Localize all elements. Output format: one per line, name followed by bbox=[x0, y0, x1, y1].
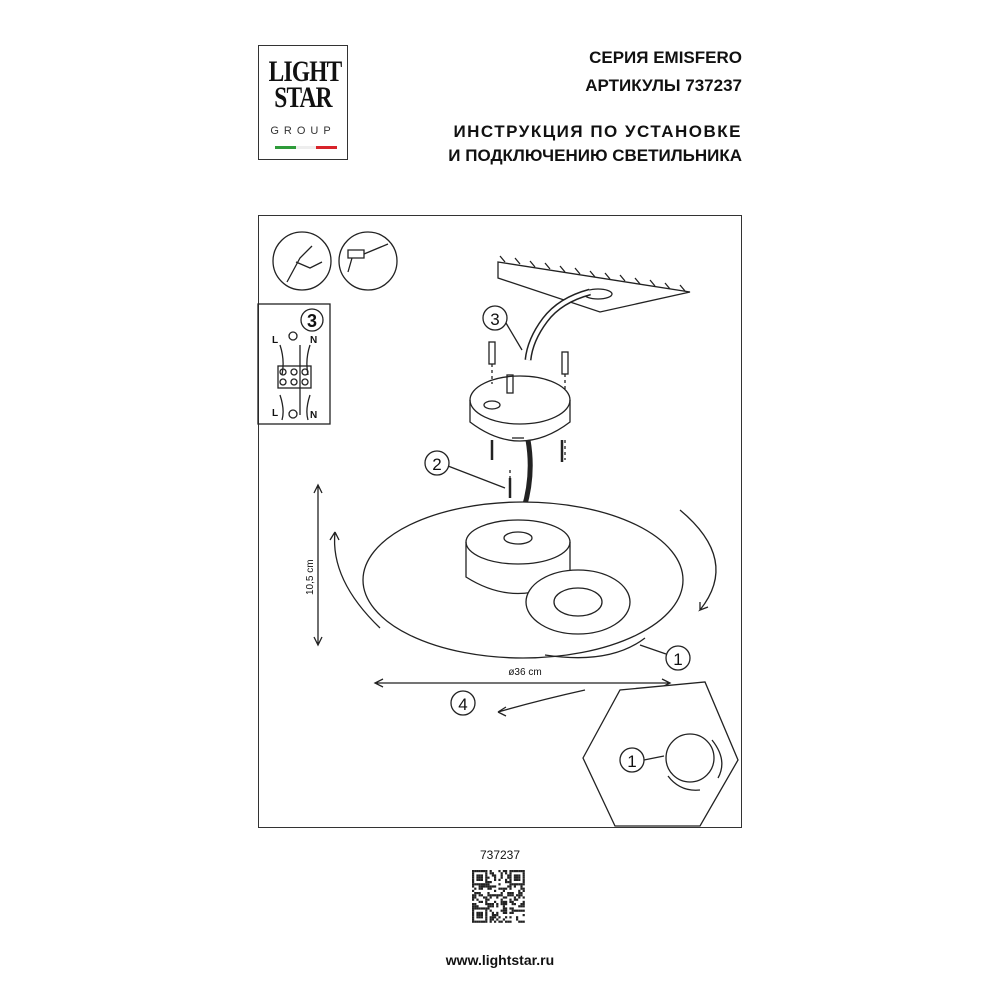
callout-circles bbox=[424, 305, 691, 773]
screwdriver-tester-icon bbox=[272, 231, 332, 291]
instruction-title-2: И ПОДКЛЮЧЕНИЮ СВЕТИЛЬНИКА bbox=[448, 146, 742, 165]
callout-4: 4 bbox=[458, 695, 467, 714]
label-live-bottom: L bbox=[272, 408, 278, 419]
mounting-canopy bbox=[469, 375, 571, 442]
logo-group: GROUP bbox=[270, 125, 336, 137]
website-link[interactable]: www.lightstar.ru bbox=[445, 952, 555, 968]
articles-title: АРТИКУЛЫ 737237 bbox=[585, 76, 742, 95]
detail-view-hexagon bbox=[582, 681, 739, 827]
lightstar-logo: LIGHT STAR GROUP bbox=[258, 45, 348, 160]
qr-code bbox=[472, 870, 525, 923]
ceiling-plate bbox=[497, 255, 691, 313]
callout-2: 2 bbox=[432, 455, 441, 474]
height-label: 10,5 cm bbox=[305, 559, 316, 595]
screws-and-anchors bbox=[488, 341, 569, 498]
diameter-dimension-line bbox=[373, 678, 672, 688]
height-dimension-line bbox=[313, 483, 323, 647]
logo-star: STAR bbox=[274, 81, 332, 114]
article-code: 737237 bbox=[479, 848, 521, 862]
callout-1: 1 bbox=[673, 650, 682, 669]
label-neutral-bottom: N bbox=[310, 410, 317, 421]
italian-flag-stripe bbox=[275, 146, 338, 149]
diameter-label: ø36 cm bbox=[508, 667, 541, 678]
instruction-title-1: ИНСТРУКЦИЯ ПО УСТАНОВКЕ bbox=[453, 122, 742, 141]
drill-icon bbox=[338, 231, 398, 291]
wiring-step-number: 3 bbox=[307, 311, 317, 331]
power-cable bbox=[524, 288, 591, 361]
rotation-arrow-right bbox=[679, 509, 717, 612]
label-live-top: L bbox=[272, 335, 278, 346]
wiring-terminal-box bbox=[257, 303, 331, 425]
logo-light: LIGHT bbox=[268, 55, 343, 88]
rotation-arrow-left bbox=[329, 531, 381, 629]
installation-diagram-frame bbox=[258, 215, 742, 828]
callout-3: 3 bbox=[490, 310, 499, 329]
callout-1-detail: 1 bbox=[627, 752, 636, 771]
lamp-disc bbox=[362, 501, 684, 659]
label-neutral-top: N bbox=[310, 335, 317, 346]
rotation-arrow-bottom bbox=[497, 689, 586, 717]
series-title: СЕРИЯ EMISFERO bbox=[589, 48, 742, 67]
